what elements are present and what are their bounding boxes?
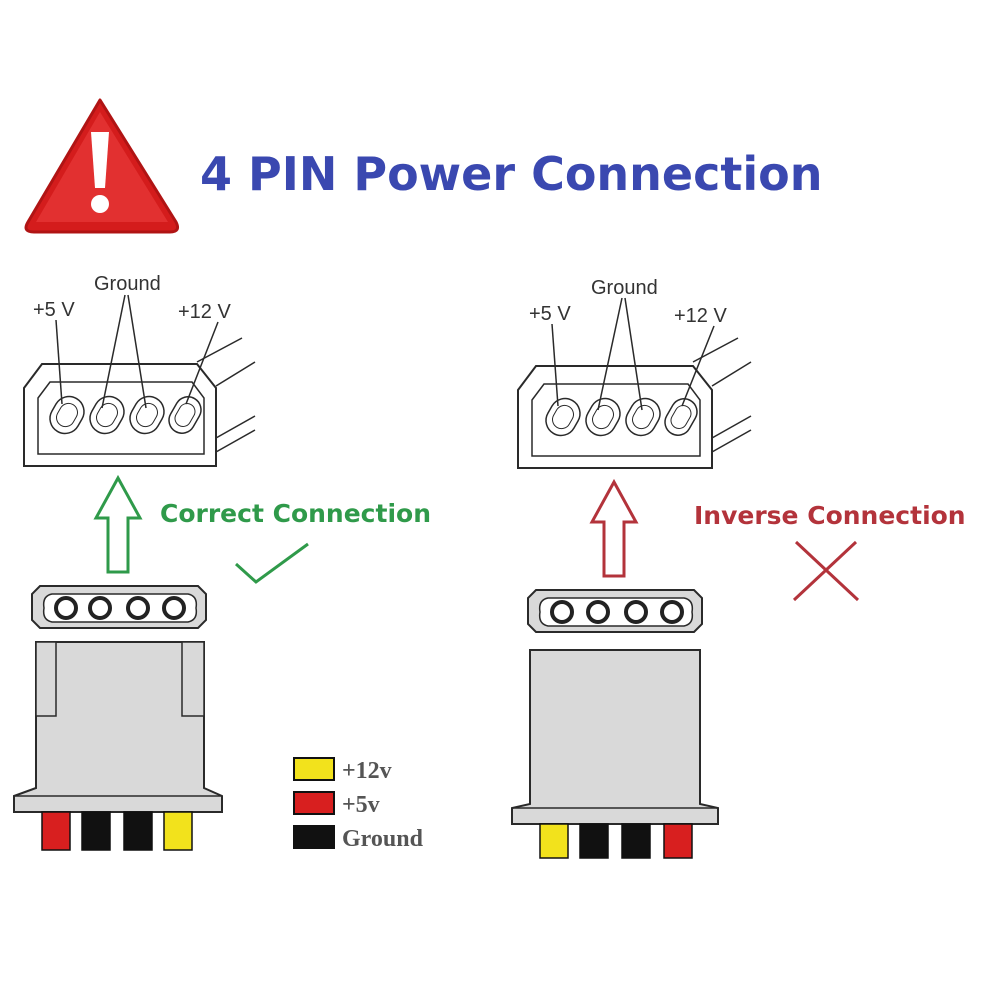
left-plug-pin-hole [162,596,186,620]
right-socket: Ground +5 V +12 V [517,277,752,469]
warning-triangle-icon [24,98,179,234]
left-socket: Ground +5 V +12 V [23,273,256,467]
right-wire-red [663,823,693,859]
right-socket-pin [585,397,621,437]
cross-icon [792,540,860,602]
left-wire-yellow [163,811,193,851]
wire-color-legend: +12v +5v Ground [293,757,424,852]
inverse-connection-label: Inverse Connection [694,501,966,530]
legend-swatch-red [293,791,335,815]
right-plug-pin-hole [586,600,610,624]
page-title: 4 PIN Power Connection [200,147,823,201]
left-plug-pin-hole [88,596,112,620]
legend-label-plus5: +5v [342,792,380,818]
right-wire-yellow [539,823,569,859]
left-plug [13,585,223,851]
left-plus5-label: +5 V [33,299,75,321]
right-wire-black [621,823,651,859]
legend-swatch-black [293,825,335,849]
right-plug-pin-hole [660,600,684,624]
left-ground-label: Ground [94,273,161,295]
right-wire-black [579,823,609,859]
legend-label-ground: Ground [342,826,424,852]
right-plus5-label: +5 V [529,303,571,325]
right-socket-pin [545,397,581,437]
left-wire-black [123,811,153,851]
left-socket-pin [49,395,85,435]
right-socket-pin [664,398,698,436]
legend-label-plus12: +12v [342,758,392,784]
inverse-arrow-icon [589,478,639,578]
correct-arrow-icon [93,474,143,574]
left-plug-pin-hole [54,596,78,620]
right-plug-pin-hole [550,600,574,624]
right-plug [511,589,719,859]
left-plug-pin-hole [126,596,150,620]
left-socket-pin [89,395,125,435]
left-wire-black [81,811,111,851]
right-plug-pin-hole [624,600,648,624]
left-wire-red [41,811,71,851]
right-socket-pin [625,397,661,437]
legend-swatch-yellow [293,757,335,781]
correct-connection-label: Correct Connection [160,499,431,528]
right-plus12-label: +12 V [674,305,727,327]
left-socket-pin [168,396,202,434]
right-ground-label: Ground [591,277,658,299]
left-socket-pin [129,395,165,435]
check-icon [234,542,309,584]
left-plus12-label: +12 V [178,301,231,323]
